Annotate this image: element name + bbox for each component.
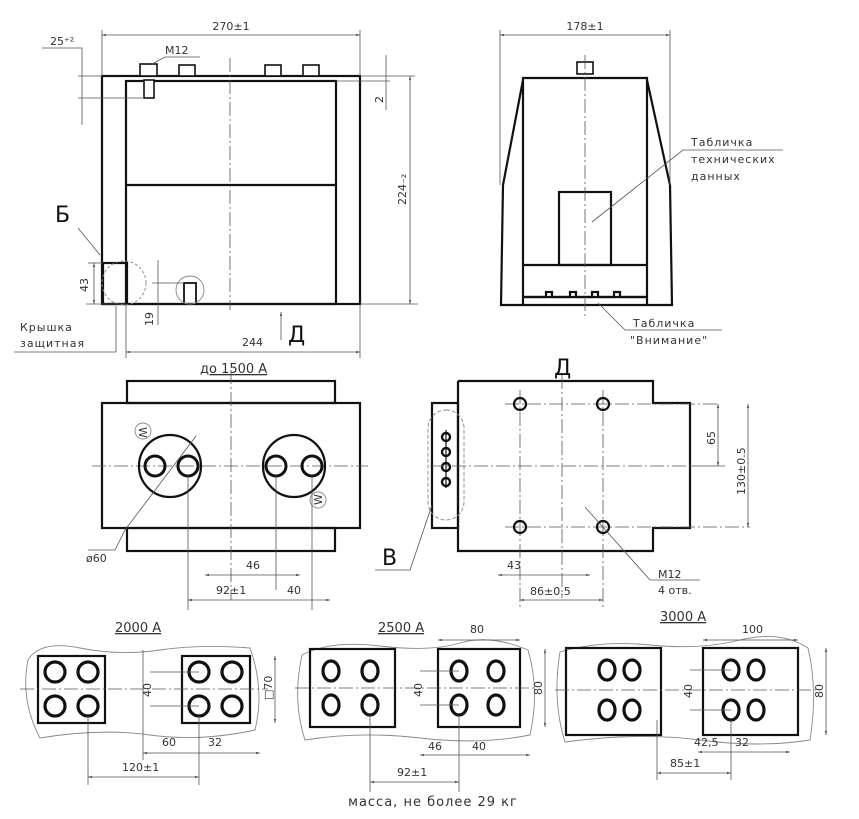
dim-top: 80 [470, 623, 484, 636]
terminal-w1: W [136, 427, 149, 438]
thread-label: M12 [165, 44, 189, 57]
plate-note-2: технических [691, 153, 776, 166]
terminal-w2: W [312, 494, 325, 505]
mass-note: масса, не более 29 кг [348, 795, 518, 810]
view-title: до 1500 А [200, 362, 267, 377]
view-title: Д [554, 356, 571, 381]
variant-title: 2500 А [378, 621, 424, 636]
terminal-bolts [139, 63, 320, 99]
plate-note-3: данных [691, 170, 741, 183]
dim-65: 65 [705, 431, 718, 445]
view-d: Д 65 130±0.5 43 86±0.5 M12 4 отв. В [375, 356, 750, 610]
dim-92: 92±1 [216, 584, 246, 597]
diameter-dim: ø60 [86, 552, 107, 565]
variant-2000: 2000 А 40 □70 60 32 120±1 [20, 621, 277, 785]
thread-label: M12 [658, 568, 682, 581]
base-dim: 244 [242, 336, 263, 349]
dim-40: 40 [412, 683, 425, 697]
protective-cover [101, 261, 129, 306]
top-view-1500: до 1500 А W W ø60 46 92±1 40 [86, 362, 368, 610]
variant-title: 2000 А [115, 621, 161, 636]
width-dim: 178±1 [566, 20, 603, 33]
dim-40: 40 [682, 684, 695, 698]
cover-note-2: защитная [20, 337, 85, 350]
height-dim: 224₋₂ [396, 174, 409, 205]
dim-130: 130±0.5 [735, 447, 748, 495]
dim-c: 120±1 [122, 761, 159, 774]
plate-note-1: Табличка [690, 136, 753, 149]
cover-height-dim: 43 [78, 278, 91, 292]
dim-side: 80 [532, 681, 545, 695]
dim-40: 40 [141, 683, 154, 697]
dim-side: 80 [813, 684, 826, 698]
offset-dim: 25⁺² [50, 35, 74, 48]
width-dim: 270±1 [212, 20, 249, 33]
dim-a: 60 [162, 736, 176, 749]
dim-c: 92±1 [397, 766, 427, 779]
variant-3000: 3000 А 100 40 80 42,5 32 85±1 [555, 610, 828, 780]
warning-note-2: "Внимание" [630, 334, 708, 347]
detail-b-label: Б [55, 203, 70, 228]
dim-40: 40 [287, 584, 301, 597]
holes-label: 4 отв. [658, 584, 692, 597]
dim-a: 42,5 [694, 736, 719, 749]
variant-title: 3000 А [660, 610, 706, 625]
view-d-marker: Д [288, 323, 305, 348]
end-view: 178±1 Табличка технических данных Таблич… [499, 20, 783, 347]
dim-b: 32 [735, 736, 749, 749]
dim-b: 32 [208, 736, 222, 749]
detail-v-label: В [382, 546, 397, 571]
cover-note-1: Крышка [20, 321, 73, 334]
dim-b: 40 [472, 740, 486, 753]
warning-note-1: Табличка [632, 317, 695, 330]
dim-86: 86±0.5 [530, 585, 571, 598]
variant-2500: 2500 А 80 40 80 46 40 92±1 [295, 621, 547, 792]
bolt-offset-dim: 19 [143, 312, 156, 326]
dim-c: 85±1 [670, 757, 700, 770]
side-view: 270±1 25⁺² M12 2 224₋₂ Б 43 19 Крышка за… [14, 20, 418, 358]
dim-46: 46 [246, 559, 260, 572]
dim-side: □70 [262, 676, 275, 700]
dim-a: 46 [428, 740, 442, 753]
dim-43: 43 [507, 559, 521, 572]
gap-dim: 2 [373, 96, 386, 103]
dim-top: 100 [742, 623, 763, 636]
